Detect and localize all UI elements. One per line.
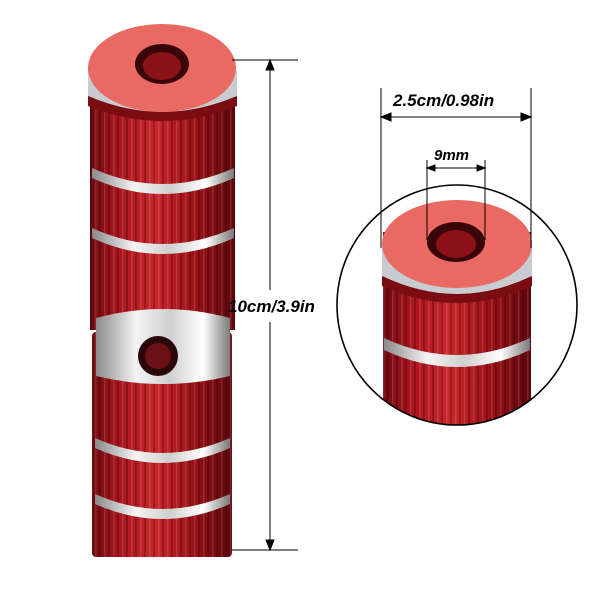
hole-arrow-left-icon	[425, 164, 436, 172]
length-arrow-down-icon	[265, 539, 275, 552]
length-dimension	[232, 58, 298, 552]
peg-groove-4	[95, 494, 230, 519]
zoom-groove	[384, 338, 530, 367]
peg-knurl-shadow	[88, 96, 237, 121]
length-label: 10cm/3.9in	[228, 297, 315, 316]
width-arrow-left-icon	[379, 112, 392, 122]
peg-groove-3	[95, 438, 230, 463]
outer-diameter-label: 2.5cm/0.98in	[393, 91, 495, 110]
length-arrow-up-icon	[265, 58, 275, 71]
peg-groove-1	[92, 168, 234, 194]
hole-arrow-right-icon	[476, 164, 487, 172]
hole-diameter-label: 9mm	[434, 147, 470, 164]
peg-main	[88, 24, 237, 557]
peg-side-hole-thread	[145, 343, 171, 369]
zoom-top-hole-thread	[436, 230, 476, 258]
width-dimension	[379, 88, 533, 248]
peg-groove-2	[92, 228, 234, 254]
peg-top-hole-thread	[143, 52, 181, 80]
zoom-knurl-shadow	[382, 276, 532, 303]
width-arrow-right-icon	[520, 112, 533, 122]
peg-lower-ribs	[92, 332, 232, 557]
hole-dimension	[425, 160, 487, 240]
zoom-circle-border	[336, 184, 578, 426]
zoom-detail	[336, 184, 578, 426]
